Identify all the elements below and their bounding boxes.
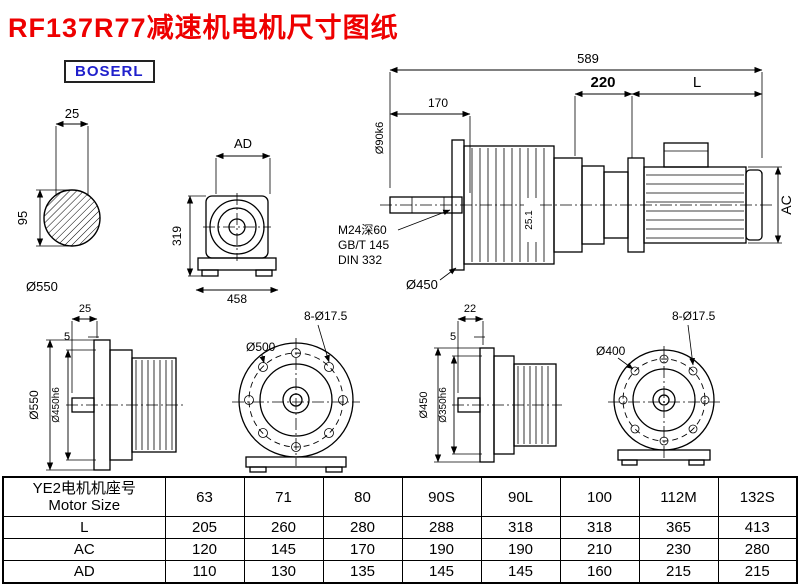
table-row-ac: AC 120 145 170 190 190 210 230 280 [2, 538, 798, 561]
col-header: 90L [480, 476, 561, 517]
table-cell: 190 [401, 538, 482, 561]
table-cell: 170 [322, 538, 403, 561]
dim-shaft-length: 170 [428, 96, 448, 110]
motor-size-label-cn: YE2电机机座号 [32, 480, 136, 497]
dim-flange-spigot: Ø350h6 [438, 387, 449, 423]
table-cell: 215 [638, 560, 719, 584]
col-header: 132S [717, 476, 798, 517]
table-cell: 210 [559, 538, 640, 561]
table-cell: 145 [401, 560, 482, 584]
row-label: AC [2, 538, 166, 561]
dim-flange-thickness: 22 [464, 303, 476, 315]
dim-bolt-circle: Ø400 [596, 344, 626, 358]
table-cell: 205 [164, 516, 245, 539]
row-label: L [2, 516, 166, 539]
table-cell: 365 [638, 516, 719, 539]
shaft-section-circle [43, 189, 101, 247]
table-cell: 260 [243, 516, 324, 539]
dim-gearbox-width: 458 [227, 292, 247, 306]
table-row-l: L 205 260 280 288 318 318 365 413 [2, 516, 798, 539]
note-gb: GB/T 145 [338, 238, 389, 252]
dim-flange-od: Ø450 [418, 392, 430, 419]
flange-front-view-small: 8-Ø17.5 Ø400 [596, 309, 720, 466]
dim-shaft-diameter: Ø90k6 [374, 122, 386, 154]
base [617, 449, 711, 461]
table-cell: 190 [480, 538, 561, 561]
table-cell: 110 [164, 560, 245, 584]
dim-bolt-holes: 8-Ø17.5 [304, 309, 348, 323]
dim-bolt-holes: 8-Ø17.5 [672, 309, 716, 323]
dim-flange-thickness: 25 [79, 303, 91, 315]
col-header: 100 [559, 476, 640, 517]
table-cell: 288 [401, 516, 482, 539]
dim-inset: 25.1 [524, 210, 535, 230]
table-cell: 130 [243, 560, 324, 584]
dim-gearbox-height: 319 [170, 226, 184, 246]
flange-front-view-large: 8-Ø17.5 Ø500 [232, 309, 360, 473]
row-label: AD [2, 560, 166, 584]
table-cell: 280 [322, 516, 403, 539]
table-cell: 413 [717, 516, 798, 539]
motor-fins [646, 174, 744, 239]
table-cell: 160 [559, 560, 640, 584]
dim-flange-od: Ø550 [27, 390, 41, 420]
table-corner-cell: YE2电机机座号 Motor Size [2, 476, 166, 517]
note-tap: M24深60 [338, 223, 387, 237]
dim-flange-spigot: Ø450h6 [51, 387, 62, 423]
dim-total-length: 589 [577, 51, 599, 66]
brand-logo: BOSERL [64, 60, 155, 83]
dimension-table: YE2电机机座号 Motor Size 63 71 80 90S 90L 100… [2, 476, 798, 584]
dim-bolt-circle: Ø500 [246, 340, 276, 354]
col-header: 80 [322, 476, 403, 517]
col-header: 90S [401, 476, 482, 517]
table-cell: 145 [243, 538, 324, 561]
reducer-side-view: 589 170 Ø90k6 220 L 25.1 [338, 51, 794, 292]
dim-flange-diameter: Ø450 [406, 277, 438, 292]
base [245, 456, 347, 468]
brand-logo-text: BOSERL [75, 63, 144, 80]
table-header-row: YE2电机机座号 Motor Size 63 71 80 90S 90L 100… [2, 476, 798, 517]
terminal-box [663, 142, 709, 168]
note-din: DIN 332 [338, 253, 382, 267]
bolt-holes [244, 348, 348, 452]
table-cell: 318 [559, 516, 640, 539]
dim-shaft-label: Ø550 [26, 279, 58, 294]
dim-shaft-height: 95 [15, 211, 30, 225]
table-cell: 215 [717, 560, 798, 584]
table-cell: 145 [480, 560, 561, 584]
fan-cover [745, 169, 763, 241]
table-cell: 318 [480, 516, 561, 539]
cooling-fins [135, 360, 173, 450]
col-header: 112M [638, 476, 719, 517]
output-shaft [389, 196, 463, 214]
table-cell: 135 [322, 560, 403, 584]
shaft-section-view: 25 95 Ø550 [15, 106, 101, 294]
dim-front-length: 220 [590, 74, 615, 91]
gearbox-front-view: AD 319 458 [170, 136, 279, 306]
page-title: RF137R77减速机电机尺寸图纸 [8, 13, 399, 43]
dim-motor-height: AC [778, 195, 794, 214]
dim-flange-step: 5 [64, 331, 70, 343]
col-header: 71 [243, 476, 324, 517]
dim-flange-step: 5 [450, 331, 456, 343]
cooling-fins [517, 366, 549, 444]
table-cell: 230 [638, 538, 719, 561]
dim-motor-length: L [693, 74, 701, 91]
technical-drawing: 25 95 Ø550 AD 319 458 589 [15, 51, 794, 473]
bolt-circle [622, 358, 706, 442]
col-header: 63 [164, 476, 245, 517]
dim-ad: AD [234, 136, 252, 151]
dim-key-width: 25 [65, 106, 79, 121]
bolt-circle [248, 352, 344, 448]
motor-size-label-en: Motor Size [48, 497, 121, 514]
table-cell: 120 [164, 538, 245, 561]
table-cell: 280 [717, 538, 798, 561]
table-row-ad: AD 110 130 135 145 145 160 215 215 [2, 560, 798, 584]
gearbox-base [197, 257, 277, 271]
bolt-holes [618, 354, 710, 446]
flange-side-view-large: 25 5 Ø550 Ø450h6 [27, 303, 184, 471]
flange-side-view-small: 22 5 Ø450 Ø350h6 [418, 303, 562, 463]
